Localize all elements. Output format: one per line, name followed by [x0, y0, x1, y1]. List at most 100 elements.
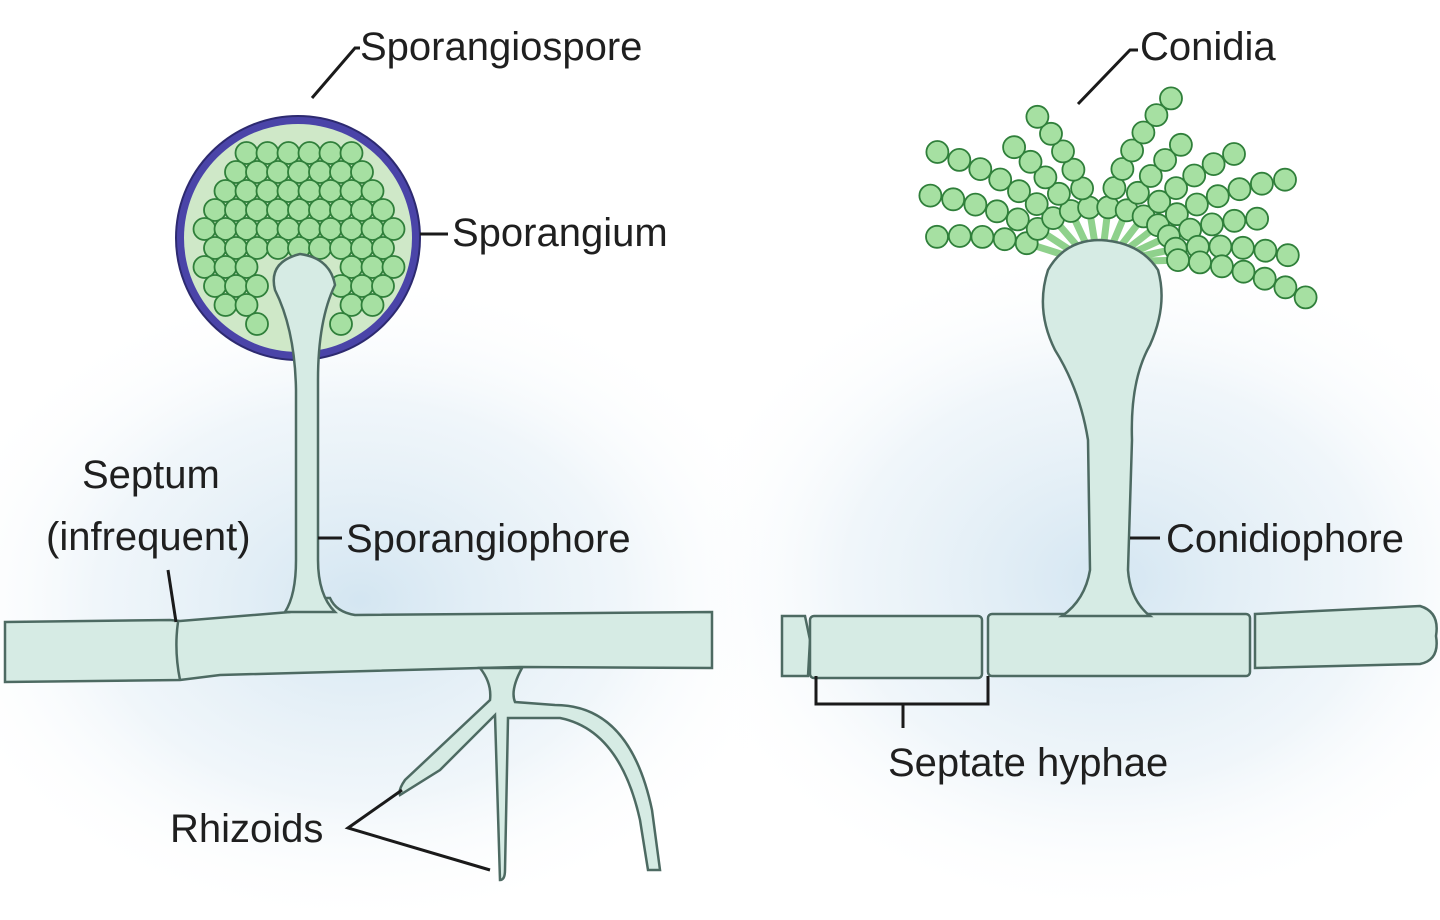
- conidium: [1293, 285, 1318, 310]
- conidium: [1159, 86, 1183, 111]
- label-conidiophore: Conidiophore: [1166, 517, 1404, 561]
- septate-hypha-segment-3: [1253, 604, 1438, 670]
- conidium: [1005, 207, 1030, 232]
- sporangiospore: [371, 236, 395, 260]
- conidium: [1227, 177, 1252, 202]
- conidium: [1205, 184, 1230, 209]
- conidium: [1253, 238, 1278, 263]
- septate-hypha-segment-1: [808, 614, 984, 680]
- sporangiospore: [329, 312, 353, 336]
- conidium: [1147, 189, 1172, 214]
- conidium: [1033, 165, 1058, 190]
- conidium: [1002, 135, 1026, 160]
- label-conidia: Conidia: [1140, 25, 1276, 69]
- conidia: [918, 86, 1318, 310]
- conidium: [1007, 179, 1031, 204]
- conidium: [1245, 206, 1269, 231]
- sporangiospore: [381, 255, 406, 279]
- conidium: [1275, 243, 1300, 268]
- rhizoids-leader: [344, 788, 491, 872]
- rhizoid-branch: [398, 666, 662, 882]
- right-structure: [780, 86, 1438, 680]
- conidium: [1024, 192, 1049, 217]
- sporangiospore-leader: [310, 46, 360, 99]
- sporangiospore: [360, 179, 385, 203]
- conidium: [1110, 157, 1135, 181]
- conidium: [1231, 259, 1256, 284]
- sporangiospore: [381, 217, 406, 241]
- conidium: [1120, 138, 1144, 163]
- conidium: [1039, 121, 1063, 146]
- conidium: [1273, 275, 1298, 300]
- conidium: [918, 183, 943, 208]
- conidium: [1200, 212, 1224, 237]
- conidium: [1061, 157, 1086, 182]
- conidium: [1222, 208, 1247, 233]
- label-septum: Septum: [82, 453, 220, 497]
- conidiophore-stalk: [1041, 238, 1163, 618]
- conidium: [1252, 266, 1277, 291]
- sporangiospore: [371, 274, 395, 298]
- septate-hypha-segment-2: [986, 612, 1252, 678]
- right-background-glow: [670, 240, 1440, 920]
- conidium: [1025, 104, 1050, 129]
- conidium: [1138, 164, 1163, 188]
- conidium: [988, 167, 1013, 192]
- conidium: [925, 140, 950, 164]
- conidium: [1126, 180, 1150, 205]
- conidia-leader: [1076, 48, 1138, 106]
- conidium: [947, 224, 972, 248]
- conidium: [963, 192, 988, 217]
- label-sporangiospore: Sporangiospore: [360, 25, 642, 69]
- conidium: [1018, 149, 1043, 174]
- septum-leader: [166, 569, 178, 623]
- conidium: [1222, 142, 1246, 166]
- label-rhizoids: Rhizoids: [170, 807, 323, 851]
- sporangiospore: [339, 141, 364, 165]
- conidium: [1165, 202, 1189, 227]
- conidium: [1250, 171, 1274, 196]
- conidium: [1144, 103, 1169, 127]
- leader-lines: [166, 46, 1160, 872]
- conidium: [1169, 132, 1193, 157]
- conidium: [1208, 234, 1233, 259]
- sporangiospore: [245, 312, 269, 336]
- sporangiospore: [266, 236, 290, 260]
- conidium: [1201, 152, 1226, 177]
- sporangiophore-stalk: [272, 252, 339, 614]
- conidium: [1051, 139, 1075, 164]
- conidium: [985, 199, 1009, 224]
- conidium: [1164, 176, 1188, 201]
- conidium: [970, 224, 995, 249]
- conidium: [968, 157, 993, 182]
- conidium: [992, 227, 1017, 252]
- sporangiospore: [234, 293, 259, 317]
- sporangiospore: [371, 198, 395, 222]
- septum-line: [175, 621, 182, 681]
- label-sporangiophore: Sporangiophore: [346, 517, 631, 561]
- label-sporangium: Sporangium: [452, 211, 668, 255]
- sporangiospore: [360, 293, 385, 317]
- conidium: [1210, 254, 1234, 279]
- sporangiospore: [213, 293, 238, 317]
- conidium: [941, 187, 966, 212]
- conidium: [1153, 148, 1177, 172]
- labels: Sporangiospore Sporangium Septum (infreq…: [46, 25, 1404, 851]
- conidium: [1231, 235, 1255, 260]
- conidium: [947, 147, 972, 172]
- sporangiospore: [245, 274, 269, 298]
- conidium: [1047, 181, 1071, 206]
- left-structure: [3, 115, 714, 882]
- sporangiospore: [234, 255, 259, 279]
- conidium: [1166, 248, 1190, 273]
- conidium: [1131, 120, 1156, 145]
- sporangiospore: [350, 160, 374, 184]
- label-septate-hyphae: Septate hyphae: [888, 741, 1168, 785]
- conidium: [1188, 250, 1212, 275]
- conidium: [1182, 163, 1207, 188]
- left-background-glow: [0, 270, 800, 920]
- hyphal-fragment: [780, 614, 812, 678]
- conidium: [925, 224, 949, 249]
